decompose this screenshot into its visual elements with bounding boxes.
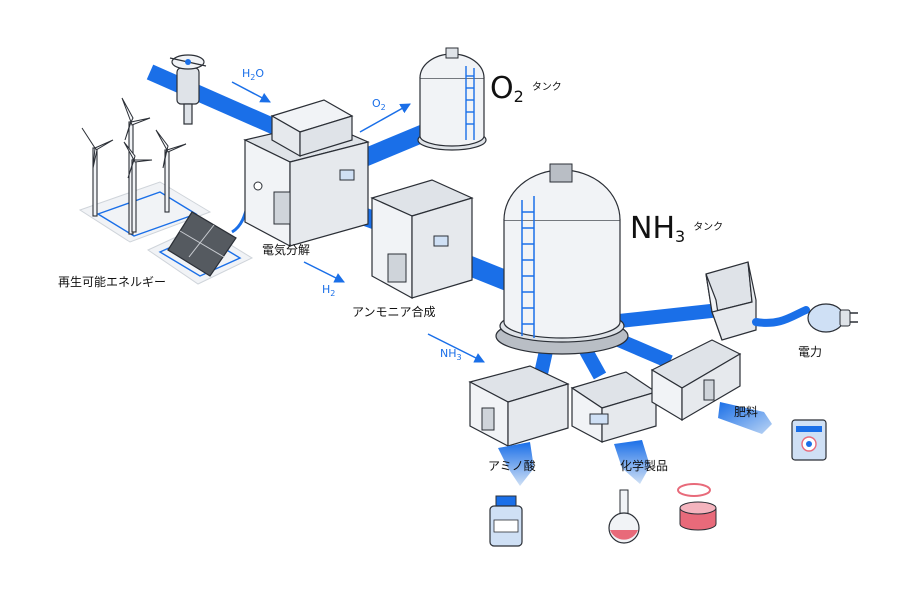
nh3-flow-label: NH3 <box>440 347 462 363</box>
fertilizer-bag-icon <box>791 419 827 461</box>
chemicals-label: 化学製品 <box>620 459 669 473</box>
amino-acid-bottle-icon <box>489 495 523 547</box>
power-plug-icon <box>807 303 858 333</box>
electrolysis-label: 電気分解 <box>262 243 311 257</box>
h2o-label: H2O <box>242 67 265 83</box>
fertilizer-label: 肥料 <box>734 405 759 419</box>
h2-flow-label: H2 <box>322 283 336 299</box>
wind-farm <box>78 97 259 285</box>
processing-buildings <box>468 261 757 447</box>
product-outflows <box>498 306 810 486</box>
power-label: 電力 <box>798 345 823 359</box>
o2-tank <box>359 47 487 151</box>
nh3-tank <box>495 163 629 355</box>
o2-flow-label: O2 <box>372 97 386 113</box>
cosmetic-jar-icon <box>677 483 717 531</box>
h2o-flow-arrow <box>231 81 271 103</box>
solar-panel <box>167 211 237 277</box>
flask-icon <box>608 489 640 544</box>
renewable-energy-label: 再生可能エネルギー <box>58 275 167 289</box>
amino-acid-label: アミノ酸 <box>488 459 536 473</box>
nh3-flow-arrow <box>427 333 485 363</box>
ammonia-synthesis-building <box>370 179 524 300</box>
ammonia-synthesis-label: アンモニア合成 <box>352 305 436 319</box>
h2-flow-arrow <box>303 261 345 283</box>
